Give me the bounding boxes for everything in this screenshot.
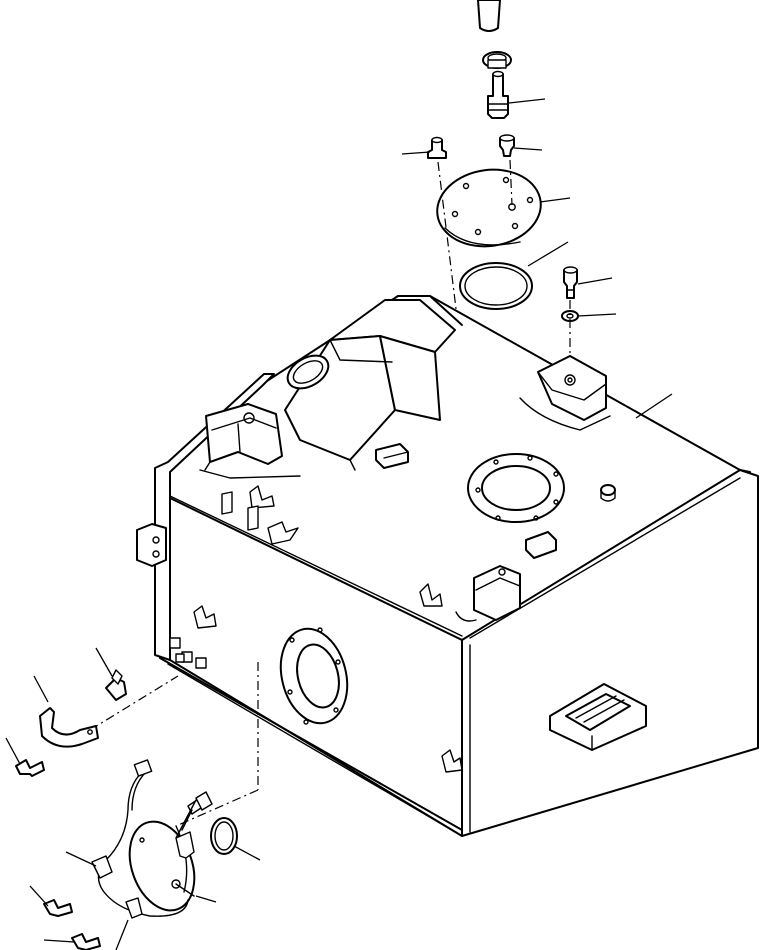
cover-bolt <box>427 136 447 159</box>
o-ring-bottom <box>210 817 238 855</box>
plug-bolt <box>499 134 515 157</box>
float-arm <box>195 791 213 811</box>
cover-plate <box>436 168 542 248</box>
wire-clip <box>39 707 99 748</box>
filler-tube <box>477 0 501 32</box>
leader-lines <box>5 98 673 950</box>
mount-bolt <box>563 266 578 299</box>
sender-bolt-1 <box>43 899 73 917</box>
sender-bolt-2 <box>71 933 101 950</box>
clip-bolt <box>15 759 45 777</box>
drain-fitting <box>105 669 127 701</box>
hydraulic-tank <box>136 295 759 837</box>
center-line-fitting <box>89 675 179 731</box>
center-line-plug <box>509 159 513 206</box>
center-line-sender-2 <box>175 789 259 827</box>
sender-wire <box>91 759 189 919</box>
nipple-fitting <box>487 70 509 119</box>
o-ring-top <box>459 262 533 310</box>
hose-clamp <box>482 51 512 69</box>
